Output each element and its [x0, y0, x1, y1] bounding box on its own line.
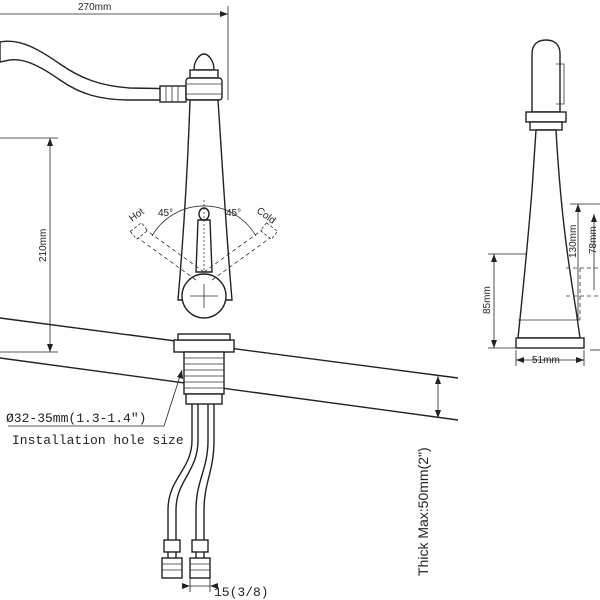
- label-85mm: 85mm: [482, 286, 493, 314]
- countertop-bottom-line: [0, 357, 459, 421]
- mounting-nut: [185, 393, 223, 405]
- front-view: 270mm 210mm Hot Cold 45° 45° Ø32-35mm(1.…: [0, 2, 459, 600]
- dimension-hose-thread: [182, 578, 218, 592]
- label-hole-diameter: Ø32-35mm(1.3-1.4"): [6, 411, 146, 426]
- label-thick-max: Thick Max:50mm(2"): [415, 447, 431, 576]
- hose-right: [195, 404, 209, 560]
- spout-collar: [159, 85, 187, 103]
- label-210mm: 210mm: [38, 229, 49, 262]
- dimension-130: [570, 203, 600, 320]
- spout: [0, 40, 187, 101]
- side-body: [517, 129, 581, 339]
- threaded-shank: [183, 351, 225, 395]
- label-78mm: 78mm: [588, 226, 599, 254]
- dimension-270: [0, 6, 229, 100]
- label-angle-left: 45°: [158, 208, 173, 219]
- side-view: 85mm 130mm 78mm 51mm: [482, 39, 600, 366]
- label-hot: Hot: [127, 206, 146, 224]
- side-head: [531, 39, 561, 113]
- hose-left: [167, 404, 193, 560]
- hot-position: [129, 222, 205, 281]
- dimension-thickness: [435, 376, 441, 418]
- hose-fitting-left: [163, 539, 181, 553]
- dimension-85: [488, 253, 526, 349]
- label-angle-right: 45°: [226, 208, 241, 219]
- shank-threads: [184, 357, 224, 389]
- dimension-210: [0, 137, 58, 353]
- label-51mm: 51mm: [532, 355, 560, 366]
- label-270mm: 270mm: [78, 2, 111, 13]
- faucet-base: [173, 339, 235, 353]
- dimension-51: [515, 349, 600, 366]
- faucet-body: [177, 99, 233, 301]
- dimension-78: [591, 214, 597, 290]
- side-base: [515, 337, 585, 349]
- finial: [193, 53, 215, 71]
- label-130mm: 130mm: [568, 225, 579, 258]
- label-hose-thread: 15(3/8): [214, 585, 269, 600]
- hose-fitting-right: [191, 539, 209, 553]
- cold-position: [203, 222, 279, 281]
- label-hole-caption: Installation hole size: [12, 433, 184, 448]
